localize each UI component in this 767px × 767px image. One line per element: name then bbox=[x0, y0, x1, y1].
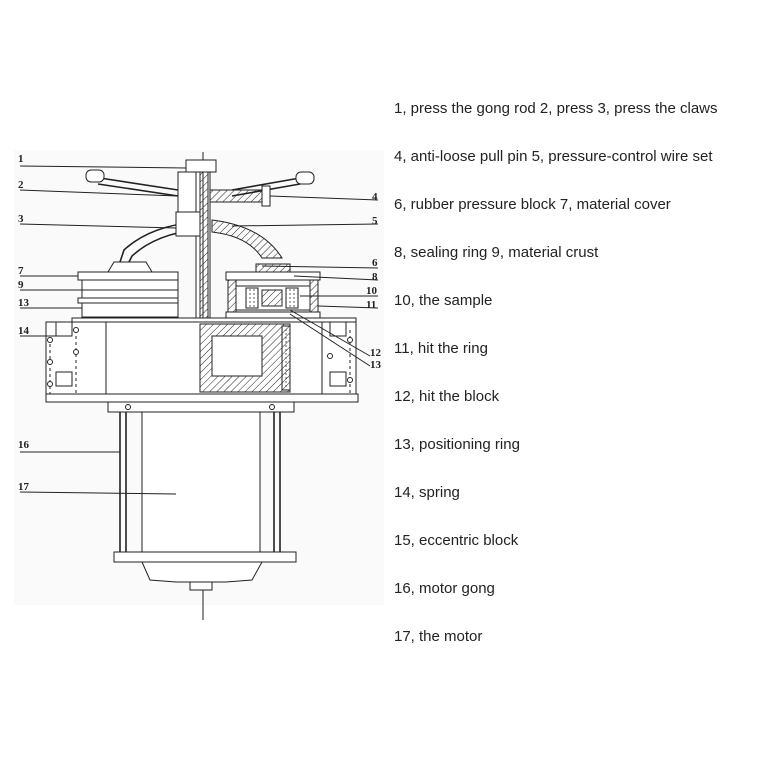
callout-13-right: 13 bbox=[370, 359, 382, 371]
callout-17: 17 bbox=[18, 481, 30, 493]
callout-14: 14 bbox=[18, 325, 30, 337]
callout-13-left: 13 bbox=[18, 297, 30, 309]
sample-chamber bbox=[225, 263, 321, 319]
legend-item: 16, motor gong bbox=[394, 580, 495, 597]
machine-cross-section-diagram: 1 2 3 7 9 13 14 16 17 4 5 6 8 10 11 12 1… bbox=[14, 150, 384, 620]
callout-2: 2 bbox=[18, 179, 24, 191]
legend-item: 14, spring bbox=[394, 484, 460, 501]
legend-item: 12, hit the block bbox=[394, 388, 500, 405]
legend-item: 11, hit the ring bbox=[394, 340, 488, 357]
legend-item: 8, sealing ring 9, material crust bbox=[394, 244, 599, 261]
impact-body bbox=[105, 321, 323, 395]
legend-item: 6, rubber pressure block 7, material cov… bbox=[394, 196, 671, 213]
callout-9: 9 bbox=[18, 279, 24, 291]
anti-loose-pin bbox=[209, 185, 271, 207]
legend-item: 10, the sample bbox=[394, 292, 493, 309]
motor bbox=[107, 401, 297, 591]
callout-11: 11 bbox=[366, 299, 376, 311]
legend-item: 15, eccentric block bbox=[394, 532, 519, 549]
press-claws bbox=[119, 211, 201, 265]
callout-5: 5 bbox=[372, 215, 378, 227]
press-rod bbox=[85, 169, 315, 197]
spring-housing-right bbox=[321, 321, 357, 395]
callout-7: 7 bbox=[18, 265, 24, 277]
spring-housing bbox=[45, 321, 107, 395]
callout-numbers-right: 4 5 6 8 10 11 12 13 bbox=[366, 191, 382, 371]
callout-10: 10 bbox=[366, 285, 378, 297]
callout-3: 3 bbox=[18, 213, 24, 225]
base-plate bbox=[45, 393, 359, 403]
leader-lines bbox=[19, 165, 379, 495]
legend-item: 13, positioning ring bbox=[394, 436, 520, 453]
callout-12: 12 bbox=[370, 347, 382, 359]
callout-1: 1 bbox=[18, 153, 24, 165]
material-bowl bbox=[77, 261, 179, 318]
callout-8: 8 bbox=[372, 271, 378, 283]
legend-item: 4, anti-loose pull pin 5, pressure-contr… bbox=[394, 148, 713, 165]
callout-numbers-left: 1 2 3 7 9 13 14 16 17 bbox=[18, 153, 30, 493]
callout-6: 6 bbox=[372, 257, 378, 269]
callout-4: 4 bbox=[372, 191, 378, 203]
legend-item: 17, the motor bbox=[394, 628, 483, 645]
callout-16: 16 bbox=[18, 439, 30, 451]
legend-item: 1, press the gong rod 2, press 3, press … bbox=[394, 100, 718, 117]
